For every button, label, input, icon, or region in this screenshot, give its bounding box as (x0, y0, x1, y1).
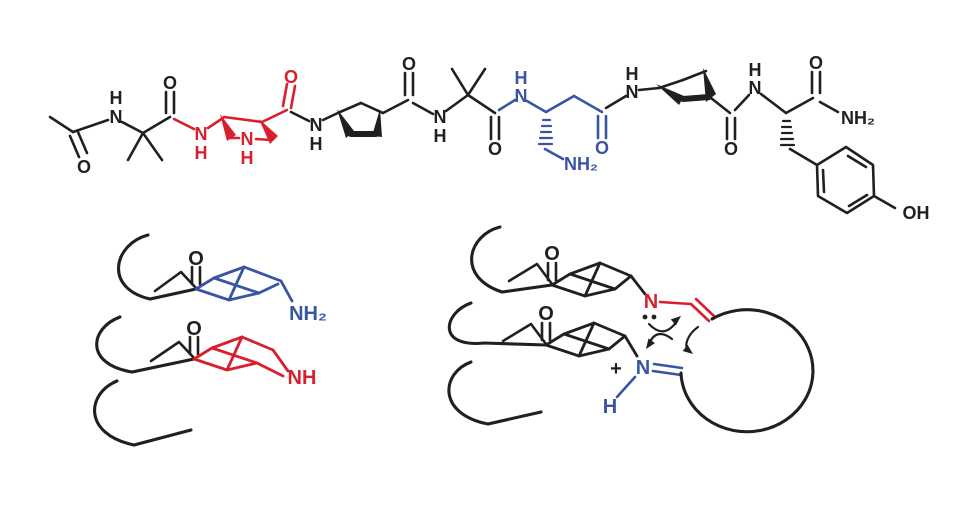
bold-wedge (259, 119, 278, 144)
atom-label-h: H (626, 64, 639, 84)
bold-wedge (372, 109, 382, 137)
bold-wedge (703, 68, 716, 102)
atom-label-nh: NH (288, 367, 317, 389)
left-helix-schematic: O NH₂ O NH (93, 233, 327, 447)
acetyl-group: O (48, 115, 110, 177)
ketone-bottom: O (149, 318, 202, 363)
plus-charge: + (610, 358, 622, 380)
atom-label-o: O (188, 248, 204, 270)
helix-backbone-arc (95, 315, 196, 374)
atom-label-o: O (402, 54, 416, 74)
tyrosine-residue: N H O NH₂ OH (749, 53, 930, 223)
atom-label-h: H (515, 68, 528, 88)
arrowhead (670, 316, 681, 326)
atom-label-h: H (110, 88, 123, 108)
atom-label-n: N (434, 107, 447, 127)
curved-arrow-alkene-to-iminium (682, 325, 700, 354)
top-structure-peptide: O N H O N H N H (48, 53, 930, 223)
atom-label-iminium-n: N (636, 357, 650, 379)
atom-label-ring-h: H (241, 148, 254, 168)
blue-amine-residue: N H NH₂ O (515, 68, 628, 174)
atom-label-h: H (603, 396, 617, 418)
atom-label-o: O (77, 157, 91, 177)
aib-residue-1: N H O (110, 73, 196, 162)
bold-wedge (656, 84, 684, 105)
atom-label-n: N (515, 86, 528, 106)
macrocycle-circle (679, 308, 815, 434)
atom-label-h: H (749, 60, 762, 80)
atom-label-h: H (195, 143, 208, 163)
atom-label-oh: OH (903, 203, 930, 223)
atom-label-enamine-n: N (644, 291, 658, 313)
atom-label-o: O (163, 73, 177, 93)
atom-label-o: O (186, 318, 202, 340)
ketone-bottom: O (501, 303, 554, 346)
bold-wedge (220, 114, 236, 141)
atom-label-n: N (626, 82, 639, 102)
aib-residue-2: N H O (434, 67, 517, 159)
atom-label-n: N (110, 107, 123, 127)
atom-label-o: O (284, 67, 298, 87)
helix-backbone-arc (447, 360, 543, 426)
red-pyrrolidine-residue: N H N H O (195, 67, 311, 168)
atom-label-o: O (724, 139, 738, 159)
atom-label-o: O (538, 303, 554, 325)
helix-backbone-arc (93, 379, 193, 447)
blue-cyclohexane-amine: NH₂ (194, 265, 327, 325)
arrowhead (646, 338, 656, 349)
cyclohexane-ring-top (550, 261, 647, 298)
right-helix-schematic: O N O (447, 225, 815, 434)
enamine-fragment: N (642, 291, 716, 323)
atom-label-o: O (595, 138, 609, 158)
acpc-residue-2: N H O (626, 64, 751, 159)
lone-pair-dot (651, 314, 657, 320)
iminium-fragment: + N H (603, 357, 684, 418)
acpc-residue-1: N H O (310, 54, 435, 154)
atom-label-nh2: NH₂ (841, 108, 875, 128)
atom-label-o: O (544, 243, 560, 265)
ketone-top: O (153, 248, 204, 293)
cyclohexane-ring-bottom (544, 321, 639, 358)
curved-arrow-lone-pair-to-alkene (647, 316, 681, 333)
phenol-ring: OH (815, 145, 930, 223)
atom-label-n: N (749, 78, 762, 98)
red-piperidine-ring: NH (192, 335, 317, 389)
atom-label-o: O (809, 53, 823, 73)
atom-label-nh2: NH₂ (564, 154, 598, 174)
lone-pair-dot (642, 314, 648, 320)
curved-arrow-pi-to-nitrogen (646, 332, 674, 349)
atom-label-ring-n: N (241, 129, 254, 149)
bold-wedge (337, 109, 354, 138)
atom-label-h: H (434, 126, 447, 146)
arrowhead (682, 344, 693, 354)
helix-backbone-arc (117, 233, 198, 301)
atom-label-o: O (488, 139, 502, 159)
helix-backbone-arc (447, 301, 548, 347)
atom-label-h: H (310, 134, 323, 154)
helix-backbone-arc (470, 225, 554, 294)
atom-label-n: N (310, 115, 323, 135)
atom-label-n: N (195, 124, 208, 144)
ketone-top: O (507, 243, 560, 286)
atom-label-nh2: NH₂ (289, 303, 327, 325)
